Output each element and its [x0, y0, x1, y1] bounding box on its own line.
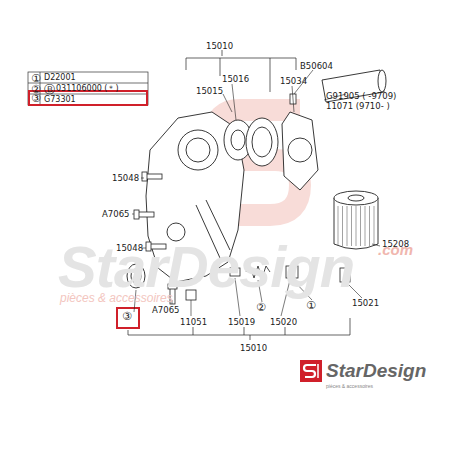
part-number: G73301	[44, 96, 76, 104]
pump-rotors	[224, 118, 278, 166]
logo-text: StarDesign	[326, 361, 426, 380]
watermark: .com	[378, 242, 413, 257]
parts-table	[28, 72, 148, 105]
part-number: D22001	[44, 74, 76, 82]
filter-fin	[356, 206, 357, 246]
logo-mark	[300, 360, 322, 382]
bracket	[128, 318, 350, 340]
part-number: 15010	[240, 344, 267, 353]
filter-fin	[365, 206, 366, 246]
callout-number: ①	[31, 73, 41, 84]
logo-mark	[317, 364, 319, 378]
callout-number: ③	[122, 311, 132, 322]
logo-tagline: pièces & accessoires	[326, 384, 373, 389]
part-number: 15019	[228, 318, 255, 327]
pump-cover	[282, 112, 318, 190]
callout-number: ③	[31, 93, 41, 104]
part-number: A7065	[102, 210, 129, 219]
filter-fin	[369, 206, 370, 246]
callout-number: ①	[306, 300, 316, 311]
part-number: G91905 ( -9709)	[326, 92, 396, 101]
part-number: B50604	[300, 62, 333, 71]
part-number: 15034	[280, 77, 307, 86]
part-number: 11051	[180, 318, 207, 327]
filter-fin	[360, 206, 361, 246]
watermark: StarDesign	[58, 238, 354, 296]
watermark: pièces & accessoires	[60, 292, 173, 304]
callout-number: ②	[256, 302, 266, 313]
logo-mark	[304, 365, 316, 377]
part-number: 11071 (9710- )	[326, 102, 390, 111]
part-number: 15015	[196, 87, 223, 96]
part-number: 15010	[206, 42, 233, 51]
part-number: 031106000 (＊)	[56, 85, 119, 93]
highlight-box	[117, 308, 139, 328]
part-number: 15048	[112, 174, 139, 183]
bolt-mark: Ⓑ	[44, 84, 55, 95]
part-number: A7065	[152, 306, 179, 315]
part-number: 15021	[352, 299, 379, 308]
part-number: 15016	[222, 75, 249, 84]
bracket	[186, 50, 296, 92]
part-number: 15020	[270, 318, 297, 327]
filter-fin	[374, 206, 375, 246]
